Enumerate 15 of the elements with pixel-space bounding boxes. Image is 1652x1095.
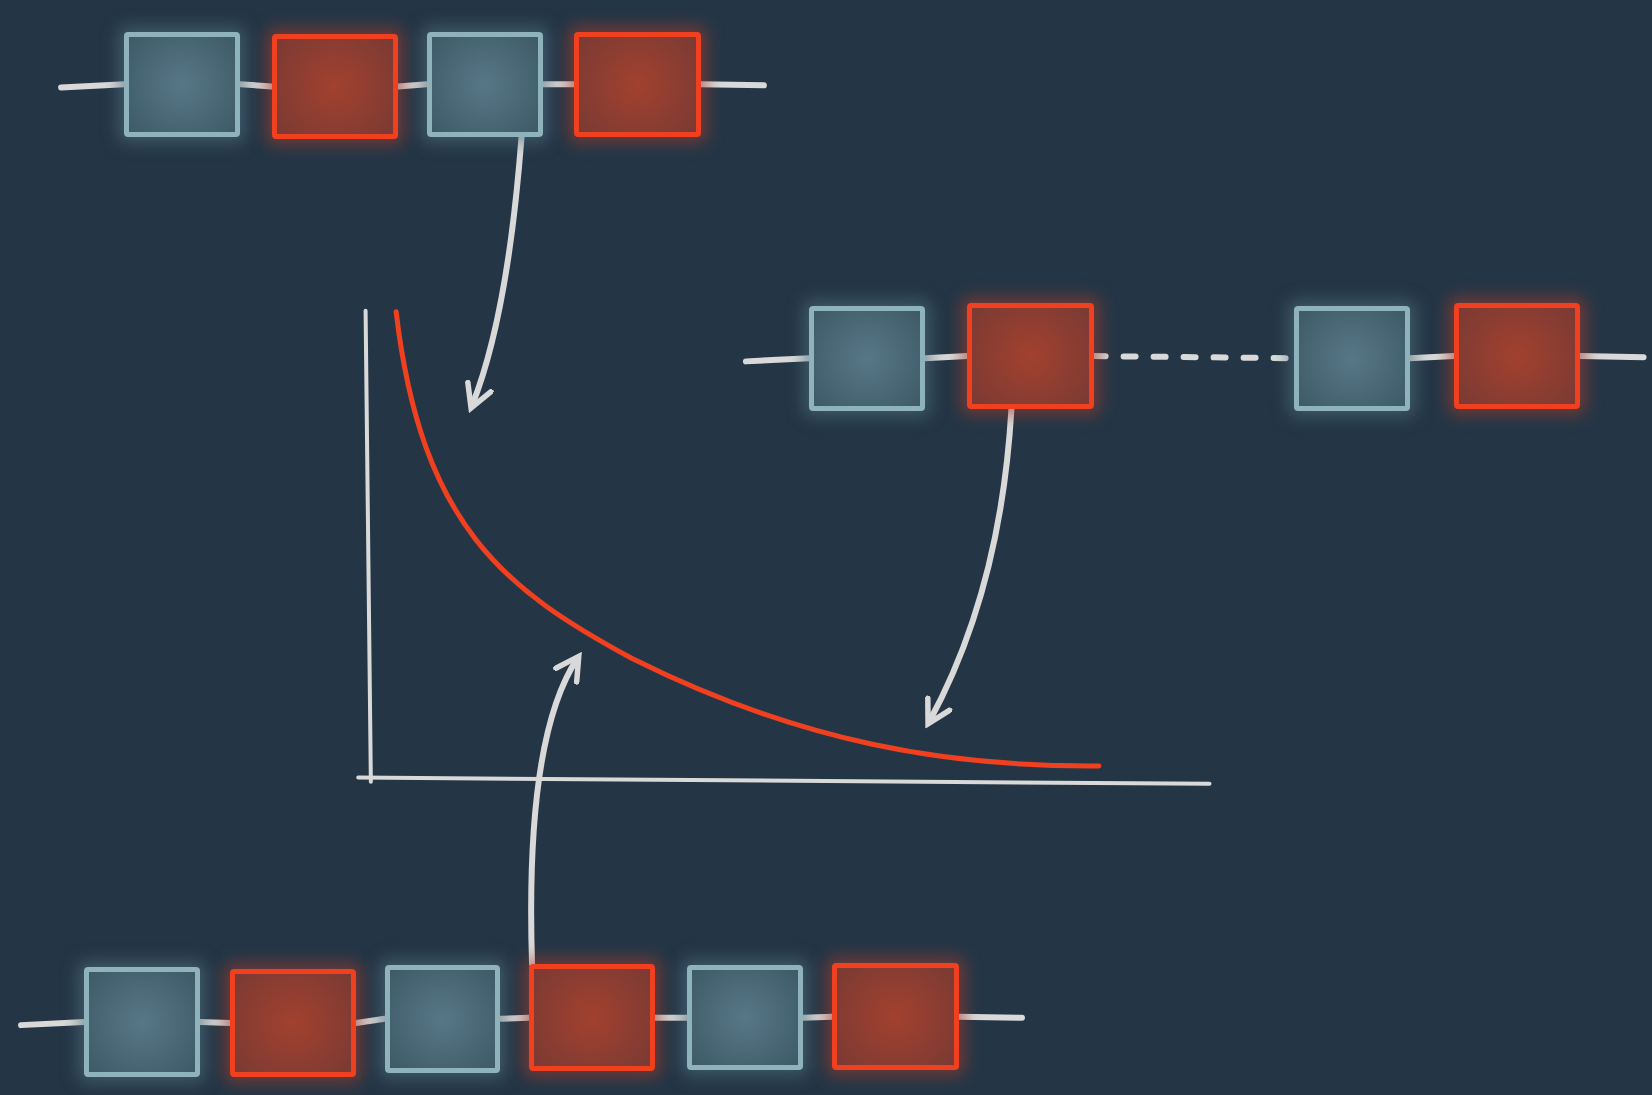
square-block: [1453, 303, 1581, 409]
square-block: [574, 31, 701, 137]
square-block: [229, 969, 357, 1077]
square-block: [84, 967, 201, 1077]
square-block: [426, 31, 543, 137]
arrow: [528, 653, 582, 967]
square-block: [967, 303, 1094, 409]
square-block: [832, 962, 959, 1071]
square-block: [809, 305, 926, 411]
square-block: [686, 965, 803, 1071]
square-block: [384, 965, 501, 1073]
square-block: [271, 33, 399, 140]
square-block: [528, 964, 656, 1072]
square-block: [124, 31, 241, 137]
square-block: [1293, 305, 1410, 411]
